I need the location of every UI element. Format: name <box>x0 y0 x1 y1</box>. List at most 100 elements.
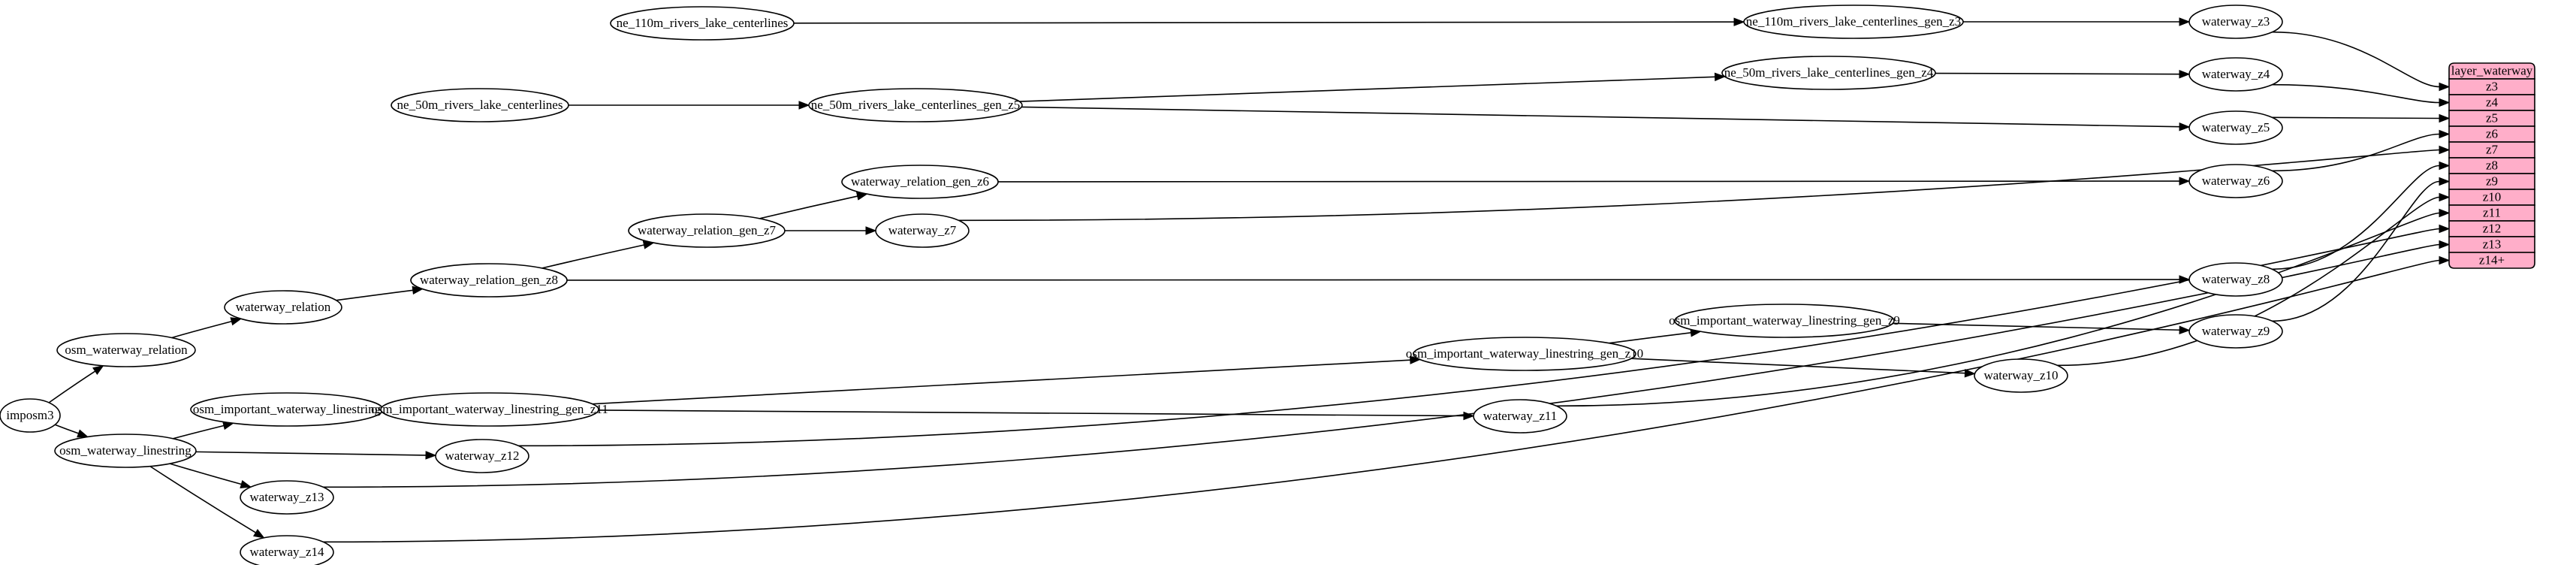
node-label: waterway_z12 <box>445 449 519 463</box>
graph-node-osm_important_waterway_linestring[interactable]: osm_important_waterway_linestring <box>190 392 384 427</box>
graph-edge-waterway_relation_gen_z7--to--waterway_relation_gen_z6 <box>759 192 868 219</box>
edge-line <box>171 320 232 339</box>
edge-line <box>195 451 427 456</box>
edge-arrowhead-icon <box>2179 122 2191 131</box>
graph-node-ne_50m_rivers_lake_centerlines[interactable]: ne_50m_rivers_lake_centerlines <box>391 88 569 122</box>
edge-line <box>2272 165 2440 270</box>
edge-arrowhead-icon <box>1733 17 1745 26</box>
edge-arrowhead-icon <box>2439 177 2451 186</box>
edge-arrowhead-icon <box>240 479 252 489</box>
graph-node-ne_110m_rivers_lake_centerlines_gen_z3[interactable]: ne_110m_rivers_lake_centerlines_gen_z3 <box>1743 5 1964 39</box>
layer-table-row-label: z13 <box>2483 237 2502 251</box>
graph-node-osm_important_waterway_linestring_gen_z9[interactable]: osm_important_waterway_linestring_gen_z9 <box>1669 304 1900 338</box>
node-label: ne_50m_rivers_lake_centerlines <box>397 98 563 112</box>
graph-node-ne_50m_rivers_lake_centerlines_gen_z4[interactable]: ne_50m_rivers_lake_centerlines_gen_z4 <box>1721 56 1936 90</box>
graph-node-waterway_z9[interactable]: waterway_z9 <box>2188 314 2283 349</box>
graph-edge-waterway_z13--to--layer_waterway_z13 <box>323 240 2451 488</box>
node-shape <box>380 392 599 427</box>
graph-edge-osm_waterway_linestring--to--waterway_z14 <box>149 465 265 539</box>
layer-table-row-label: z14+ <box>2479 252 2505 267</box>
edge-line <box>2272 31 2440 88</box>
edge-line <box>2057 196 2440 367</box>
edge-line <box>1893 322 2180 331</box>
edge-line <box>518 228 2440 447</box>
edge-line <box>592 359 1410 405</box>
graph-edge-osm_important_waterway_linestring_gen_z10--to--waterway_z10 <box>1630 358 1976 378</box>
node-shape <box>2188 5 2283 39</box>
graph-node-osm_important_waterway_linestring_gen_z10[interactable]: osm_important_waterway_linestring_gen_z1… <box>1406 337 1643 371</box>
graph-node-waterway_relation_gen_z7[interactable]: waterway_relation_gen_z7 <box>628 213 786 248</box>
node-shape <box>808 88 1023 122</box>
graph-node-waterway_z11[interactable]: waterway_z11 <box>1473 399 1567 434</box>
edge-arrowhead-icon <box>2179 177 2191 186</box>
edge-line <box>2272 116 2440 119</box>
graph-node-waterway_relation[interactable]: waterway_relation <box>224 290 342 325</box>
graph-edge-osm_waterway_linestring--to--waterway_z12 <box>195 451 437 460</box>
node-shape <box>410 263 568 298</box>
edge-arrowhead-icon <box>2439 240 2451 249</box>
node-label: ne_50m_rivers_lake_centerlines_gen_z4 <box>1724 65 1934 80</box>
graph-edge-waterway_z3--to--layer_waterway_z3 <box>2272 31 2451 92</box>
node-shape <box>1674 304 1895 338</box>
node-label: waterway_relation <box>236 300 331 314</box>
graph-node-waterway_z12[interactable]: waterway_z12 <box>435 439 529 473</box>
graph-edge-osm_waterway_linestring--to--osm_important_waterway_linestring <box>173 421 234 440</box>
graph-node-waterway_z8[interactable]: waterway_z8 <box>2188 262 2283 297</box>
graph-node-osm_important_waterway_linestring_gen_z11[interactable]: osm_important_waterway_linestring_gen_z1… <box>371 392 608 427</box>
graph-node-waterway_z13[interactable]: waterway_z13 <box>240 480 334 515</box>
edge-arrowhead-icon <box>92 364 104 375</box>
graph-node-osm_waterway_relation[interactable]: osm_waterway_relation <box>56 333 196 367</box>
graph-edge-waterway_z5--to--layer_waterway_z5 <box>2272 113 2451 123</box>
edge-line <box>1630 358 1965 374</box>
graph-node-ne_50m_rivers_lake_centerlines_gen_z5[interactable]: ne_50m_rivers_lake_centerlines_gen_z5 <box>808 88 1023 122</box>
edge-arrowhead-icon <box>2439 98 2451 107</box>
edge-arrowhead-icon <box>1964 369 1976 378</box>
graph-node-waterway_relation_gen_z6[interactable]: waterway_relation_gen_z6 <box>841 165 999 199</box>
graph-node-ne_110m_rivers_lake_centerlines[interactable]: ne_110m_rivers_lake_centerlines <box>610 6 795 41</box>
node-label: waterway_z8 <box>2202 272 2270 286</box>
edge-arrowhead-icon <box>2439 255 2451 265</box>
node-shape <box>841 165 999 199</box>
layer-table-row-label: z7 <box>2486 142 2499 156</box>
graph-node-waterway_z14[interactable]: waterway_z14 <box>240 535 334 565</box>
node-shape <box>610 6 795 41</box>
edge-line <box>323 243 2440 488</box>
node-label: waterway_z7 <box>888 223 957 237</box>
edge-arrowhead-icon <box>1410 355 1422 364</box>
node-shape <box>1413 337 1636 371</box>
graph-edge-waterway_relation_gen_z8--to--waterway_relation_gen_z7 <box>541 240 655 269</box>
graph-edge-waterway_z6--to--layer_waterway_z6 <box>2272 129 2451 172</box>
edge-arrowhead-icon <box>77 429 89 438</box>
graph-edge-waterway_z14--to--layer_waterway_z14_ <box>323 255 2451 543</box>
graph-node-osm_waterway_linestring[interactable]: osm_waterway_linestring <box>54 434 197 468</box>
edge-arrowhead-icon <box>2439 113 2451 123</box>
graph-edge-waterway_relation_gen_z7--to--waterway_z7 <box>784 226 877 235</box>
graph-node-waterway_z7[interactable]: waterway_z7 <box>875 213 970 248</box>
graph-node-waterway_z4[interactable]: waterway_z4 <box>2188 57 2283 92</box>
graph-node-waterway_relation_gen_z8[interactable]: waterway_relation_gen_z8 <box>410 263 568 298</box>
graph-node-waterway_z3[interactable]: waterway_z3 <box>2188 5 2283 39</box>
edge-arrowhead-icon <box>798 101 810 110</box>
graph-node-imposm3[interactable]: imposm3 <box>0 398 61 433</box>
graph-edge-waterway_z4--to--layer_waterway_z4 <box>2272 83 2451 107</box>
graph-edge-osm_waterway_linestring--to--waterway_z13 <box>170 463 252 489</box>
layer-table-row-label: z12 <box>2483 221 2502 235</box>
edge-line <box>997 180 2180 183</box>
graph-node-waterway_z6[interactable]: waterway_z6 <box>2188 164 2283 198</box>
layer-table-row-z14plus[interactable] <box>2448 252 2535 269</box>
node-shape <box>1721 56 1936 90</box>
node-label: waterway_z11 <box>1483 409 1558 423</box>
edge-arrowhead-icon <box>230 317 243 326</box>
node-label: osm_waterway_relation <box>65 343 188 357</box>
node-label: waterway_z10 <box>1983 368 2058 382</box>
edge-line <box>566 279 2180 281</box>
graph-edge-waterway_z11--to--layer_waterway_z11 <box>1556 208 2451 407</box>
edge-line <box>2272 83 2440 104</box>
edge-arrowhead-icon <box>2439 129 2451 139</box>
graph-node-waterway_z5[interactable]: waterway_z5 <box>2188 110 2283 145</box>
edge-line <box>541 244 644 269</box>
graph-node-waterway_z10[interactable]: waterway_z10 <box>1974 358 2068 393</box>
node-label: waterway_z13 <box>249 490 324 504</box>
edge-line <box>323 259 2440 543</box>
